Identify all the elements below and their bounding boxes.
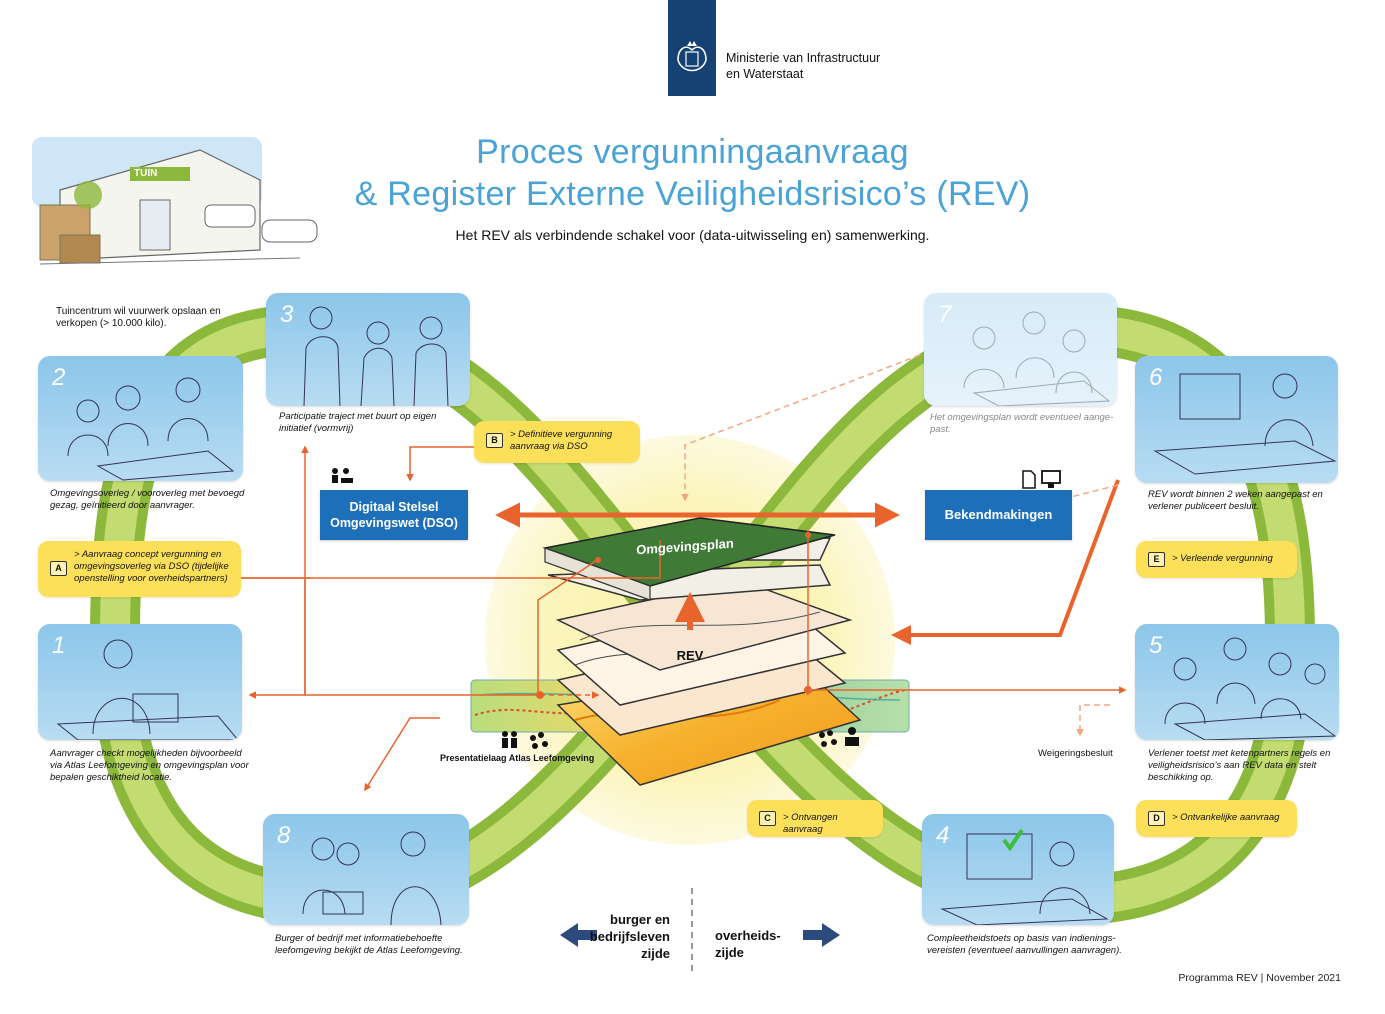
garden-centre-illustration <box>32 137 318 265</box>
step-card-2: 2 <box>38 356 243 481</box>
milestone-e: E > Verleende vergunning <box>1136 541 1297 578</box>
milestone-c: C > Ontvangen aanvraag <box>747 800 883 837</box>
step-card-7: 7 <box>924 293 1117 406</box>
dso-box: Digitaal Stelsel Omgevingswet (DSO) <box>320 490 468 540</box>
desk-worker-illustration <box>1153 373 1337 475</box>
step-caption-4: Compleetheidstoets op basis van indienin… <box>927 933 1122 956</box>
monitor-icon: A <box>50 561 67 576</box>
milestone-d: D > Ontvankelijke aanvraag <box>1136 800 1297 837</box>
government-users-icon <box>819 727 859 747</box>
page-title-line-2: & Register Externe Veiligheidsrisico’s (… <box>354 175 1031 213</box>
crest-icon <box>677 41 707 72</box>
bekendmakingen-icons <box>1022 470 1061 489</box>
rev-label: REV <box>676 648 704 663</box>
government-side-line-1: overheids- <box>715 928 781 943</box>
step-number: 2 <box>52 364 66 391</box>
citizen-side-label: burger en bedrijfsleven zijde <box>560 911 670 962</box>
step-card-8: 8 <box>263 814 469 925</box>
presentatielaag-label: Presentatielaag Atlas Leefomgeving <box>440 753 595 763</box>
meeting-illustration <box>67 377 235 481</box>
step-caption-1: Aanvrager checkt mogelijkheden bijvoorbe… <box>50 748 249 783</box>
applicant-illustration <box>56 639 239 740</box>
neighbours-illustration <box>303 306 449 406</box>
weigeringsbesluit-label: Weigeringsbesluit <box>1038 748 1113 759</box>
step-number: 5 <box>1149 632 1163 659</box>
omgevingsplan-book <box>542 517 836 601</box>
step-number: 3 <box>280 301 294 328</box>
step-caption-6: REV wordt binnen 2 weken aangepast en ve… <box>1148 489 1323 512</box>
monitor-icon: E <box>1148 552 1165 567</box>
orange-flow-arrows <box>240 445 1127 792</box>
atlas-users-icon <box>502 731 548 749</box>
step-caption-2: Omgevingsoverleg / vooroverleg met bevoe… <box>50 488 245 511</box>
step-caption-3: Participatie traject met buurt op eigen … <box>279 411 437 434</box>
page-subtitle: Het REV als verbindende schakel voor (da… <box>455 227 930 243</box>
ministry-logo-bar <box>668 0 716 96</box>
ministry-name: Ministerie van Infrastructuur en Waterst… <box>726 50 926 82</box>
citizen-side-line-3: zijde <box>641 946 670 961</box>
government-side-label: overheids- zijde <box>715 927 815 961</box>
check-icon <box>1002 828 1024 852</box>
milestone-c-text: > Ontvangen aanvraag <box>783 812 838 835</box>
step-number: 7 <box>938 301 952 328</box>
monitor-icon: D <box>1148 811 1165 826</box>
milestone-b: B > Definitieve vergunning aanvraag via … <box>474 421 640 463</box>
milestone-d-text: > Ontvankelijke aanvraag <box>1172 812 1280 823</box>
dso-people-icon <box>332 468 353 483</box>
milestone-b-text: > Definitieve vergunning aanvraag via DS… <box>510 429 613 452</box>
step-number: 8 <box>277 822 291 849</box>
step-card-5: 5 <box>1135 624 1339 740</box>
monitor-icon: C <box>759 811 776 826</box>
partners-illustration <box>1164 637 1337 740</box>
step-number: 1 <box>52 632 66 659</box>
reviewer-illustration <box>940 828 1109 925</box>
citizen-side-line-1: burger en <box>610 912 670 927</box>
planners-illustration <box>963 311 1111 406</box>
side-arrows <box>560 923 840 947</box>
milestone-a: A > Aanvraag concept vergunning en omgev… <box>38 541 241 597</box>
step-card-4: 4 <box>922 814 1114 925</box>
shop-sign: TUIN <box>134 168 158 179</box>
milestone-a-text: > Aanvraag concept vergunning en omgevin… <box>74 549 229 584</box>
intro-text: Tuincentrum wil vuurwerk opslaan en verk… <box>56 306 221 329</box>
step-card-6: 6 <box>1135 356 1338 483</box>
step-card-1: 1 <box>38 624 242 740</box>
step-number: 4 <box>936 822 950 849</box>
data-layers <box>555 579 862 786</box>
milestone-e-text: > Verleende vergunning <box>1172 553 1273 564</box>
citizen-side-line-2: bedrijfsleven <box>589 929 670 944</box>
page-title-line-1: Proces vergunningaanvraag <box>476 133 909 171</box>
ministry-line-1: Ministerie van Infrastructuur <box>726 51 881 65</box>
dso-label-line-1: Digitaal Stelsel <box>349 500 439 514</box>
step-card-3: 3 <box>266 293 470 406</box>
citizens-illustration <box>302 831 442 925</box>
dso-label-line-2: Omgevingswet (DSO) <box>330 516 458 530</box>
monitor-icon: B <box>486 433 503 448</box>
step-caption-5: Verlener toetst met ketenpartners regels… <box>1148 748 1331 783</box>
step-number: 6 <box>1149 364 1163 391</box>
government-side-line-2: zijde <box>715 945 744 960</box>
ministry-line-2: en Waterstaat <box>726 67 804 81</box>
step-caption-8: Burger of bedrijf met informatiebehoefte… <box>275 933 463 956</box>
bekendmakingen-box: Bekendmakingen <box>925 490 1072 540</box>
step-caption-7: Het omgevingsplan wordt eventueel aange-… <box>930 412 1114 435</box>
flow-nodes <box>536 532 812 699</box>
footer-credit: Programma REV | November 2021 <box>1178 972 1341 984</box>
